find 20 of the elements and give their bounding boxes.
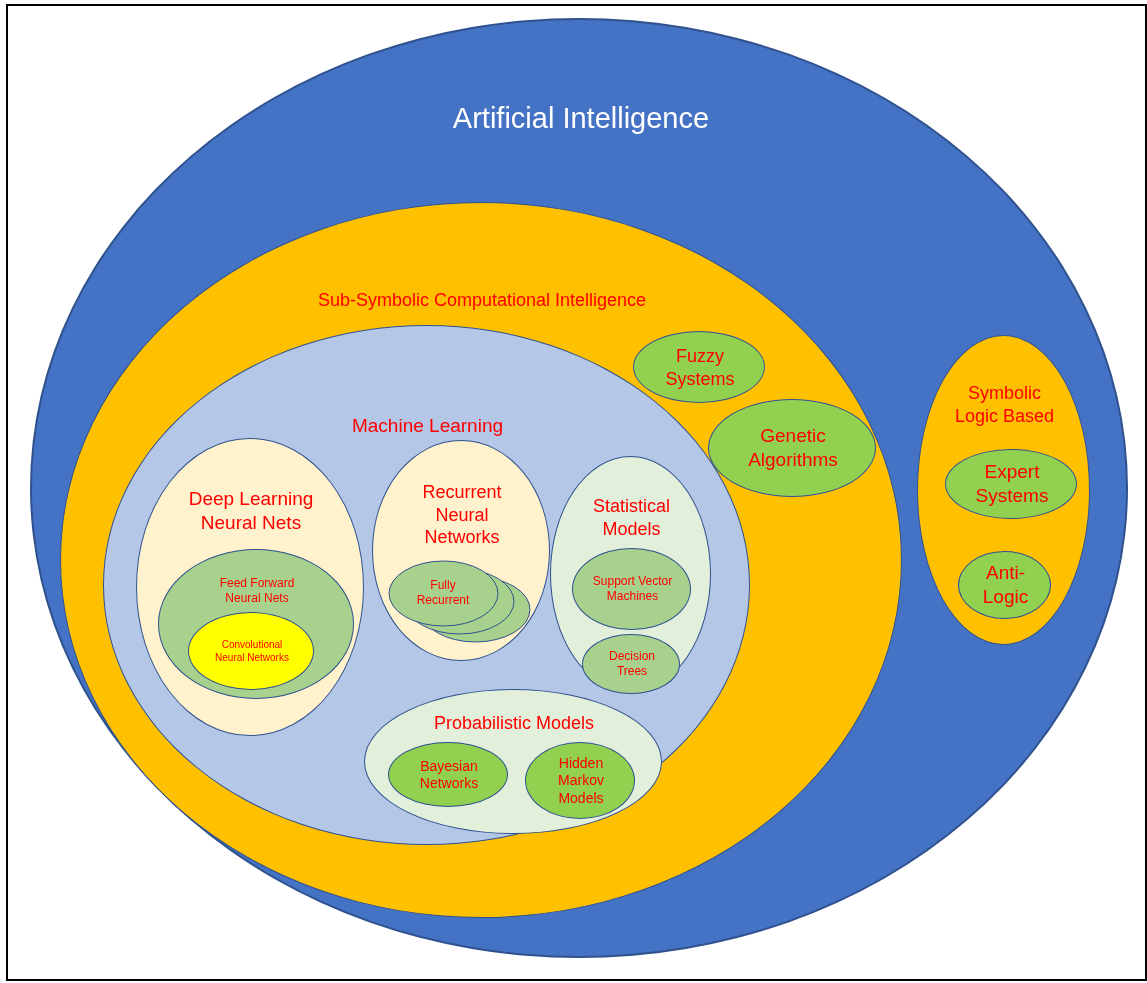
region-label: Expert Systems xyxy=(974,460,1050,508)
region-label: Hidden Markov Models xyxy=(557,754,605,807)
region-label: Feed Forward Neural Nets xyxy=(218,576,296,606)
region-label: Convolutional Neural Networks xyxy=(214,638,290,664)
region-label: Probabilistic Models xyxy=(432,712,596,735)
region-label: Decision Trees xyxy=(608,649,656,679)
region-label: Fully Recurrent xyxy=(415,578,471,608)
region-label: Genetic Algorithms xyxy=(747,424,839,472)
region-label: Statistical Models xyxy=(592,495,671,540)
region-label: Bayesian Networks xyxy=(418,757,480,792)
region-label: Support Vector Machines xyxy=(592,574,673,604)
region-label: Sub-Symbolic Computational Intelligence xyxy=(316,289,648,312)
region-label: Artificial Intelligence xyxy=(451,101,711,136)
region-label: Fuzzy Systems xyxy=(664,344,736,390)
stacked-ellipses xyxy=(388,560,531,643)
region-label: Symbolic Logic Based xyxy=(953,382,1056,427)
region-label: Deep Learning Neural Nets xyxy=(187,487,315,535)
region-label: Recurrent Neural Networks xyxy=(421,481,503,549)
region-label: Anti-Logic xyxy=(981,561,1030,609)
region-label: Machine Learning xyxy=(350,414,504,438)
